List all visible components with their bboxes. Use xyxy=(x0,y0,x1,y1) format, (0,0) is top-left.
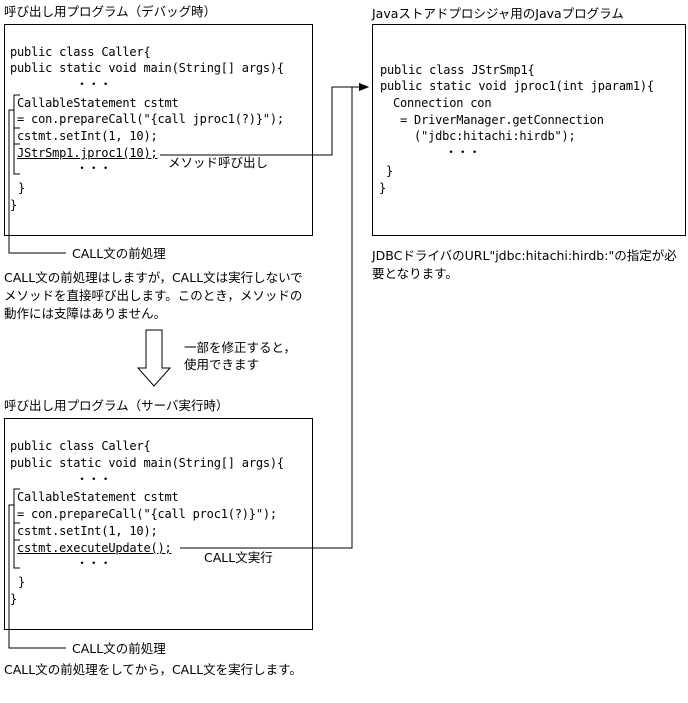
debug-code-line-7-method-call: JStrSmp1.jproc1(10); xyxy=(17,146,158,160)
server-note: CALL文の前処理をしてから，CALL文を実行します。 xyxy=(4,662,302,677)
debug-code-ellipsis-1: ・・・ xyxy=(76,77,112,91)
debug-code-close-2: } xyxy=(10,198,18,212)
server-preprocess-bracket xyxy=(8,488,66,649)
java-code-ellipsis: ・・・ xyxy=(445,145,481,159)
server-code-close-1: } xyxy=(18,575,26,589)
server-code-ellipsis-1: ・・・ xyxy=(76,472,112,486)
transition-down-arrow xyxy=(136,329,172,387)
java-code-line-5: ("jdbc:hitachi:hirdb"); xyxy=(414,129,576,143)
java-code-line-1: public class JStrSmp1{ xyxy=(380,63,535,77)
server-code-line-4: CallableStatement cstmt xyxy=(17,490,179,504)
debug-title: 呼び出し用プログラム（デバッグ時） xyxy=(4,4,217,19)
transition-label-2: 使用できます xyxy=(184,357,260,372)
server-code-close-2: } xyxy=(10,592,18,606)
debug-code-line-4: CallableStatement cstmt xyxy=(17,96,179,110)
debug-preprocess-label: CALL文の前処理 xyxy=(72,246,166,261)
debug-code-close-1: } xyxy=(18,181,26,195)
java-code-close-1: } xyxy=(386,164,394,178)
java-code-box xyxy=(372,24,686,236)
debug-call-label: メソッド呼び出し xyxy=(168,155,269,170)
java-code-line-4: = DriverManager.getConnection xyxy=(400,113,604,127)
debug-code-line-2: public static void main(String[] args){ xyxy=(10,61,284,75)
java-code-close-2: } xyxy=(379,181,387,195)
server-call-label: CALL文実行 xyxy=(204,550,273,565)
debug-preprocess-bracket xyxy=(8,94,66,254)
server-code-box xyxy=(4,418,313,630)
server-code-line-6: cstmt.setInt(1, 10); xyxy=(17,524,158,538)
java-note: JDBCドライバのURL"jdbc:hitachi:hirdb:"の指定が必要と… xyxy=(372,248,677,281)
server-code-line-7-execute: cstmt.executeUpdate(); xyxy=(17,541,172,555)
java-code-line-3: Connection con xyxy=(393,96,492,110)
transition-label-1: 一部を修正すると， xyxy=(184,340,297,355)
server-code-line-1: public class Caller{ xyxy=(10,439,151,453)
debug-code-line-5: = con.prepareCall("{call jproc1(?)}"); xyxy=(17,112,284,126)
debug-note: CALL文の前処理はしますが，CALL文は実行しないでメソッドを直接呼び出します… xyxy=(4,270,303,321)
server-code-ellipsis-2: ・・・ xyxy=(76,556,112,570)
debug-code-ellipsis-2: ・・・ xyxy=(76,161,112,175)
method-call-arrow xyxy=(160,83,369,156)
java-title: Javaストアドプロシジャ用のJavaプログラム xyxy=(372,6,624,21)
debug-code-line-1: public class Caller{ xyxy=(10,45,151,59)
java-code-line-2: public static void jproc1(int jparam1){ xyxy=(380,79,654,93)
server-code-line-5: = con.prepareCall("{call proc1(?)}"); xyxy=(17,507,277,521)
debug-code-box xyxy=(4,24,313,236)
server-title: 呼び出し用プログラム（サーバ実行時） xyxy=(4,398,229,413)
server-preprocess-label: CALL文の前処理 xyxy=(72,641,166,656)
debug-code-line-6: cstmt.setInt(1, 10); xyxy=(17,129,158,143)
server-code-line-2: public static void main(String[] args){ xyxy=(10,456,284,470)
call-execute-arrow xyxy=(180,83,369,549)
